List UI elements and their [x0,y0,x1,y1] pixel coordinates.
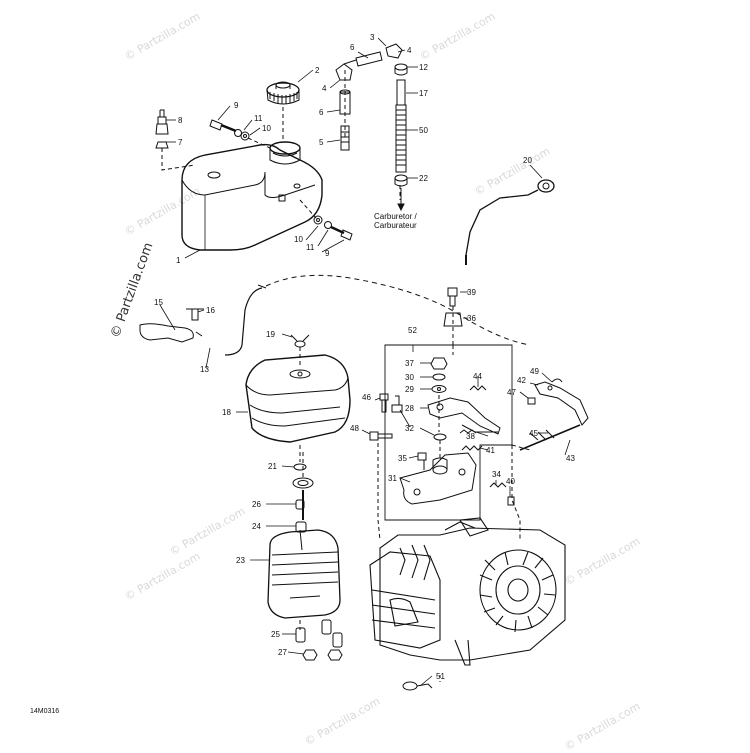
callout-3: 3 [370,33,375,42]
callout-numbers: 1 2 3 4 4 5 6 6 7 8 9 9 10 10 11 11 12 1… [154,33,575,681]
air-filter-housing [245,334,351,443]
callout-10-top: 10 [262,124,271,133]
callout-27: 27 [278,648,287,657]
fuel-line-assembly [335,43,408,212]
assembly-lines-lower [299,345,521,630]
callout-48: 48 [350,424,359,433]
callout-18: 18 [222,408,231,417]
callout-35: 35 [398,454,407,463]
callout-2: 2 [315,66,320,75]
callout-22: 22 [419,174,428,183]
callout-leaders [159,37,571,687]
carburetor-note-line2: Carburateur [374,221,417,230]
fuel-tank [181,141,323,251]
carburetor-note: Carburetor / Carburateur [374,212,417,230]
carburetor-note-line1: Carburetor / [374,212,417,221]
callout-7: 7 [178,138,183,147]
callout-30: 30 [405,373,414,382]
callout-13: 13 [200,365,209,374]
callout-19: 19 [266,330,275,339]
callout-16: 16 [206,306,215,315]
tank-mount-screws-top [209,119,250,141]
callout-47: 47 [507,388,516,397]
callout-40: 40 [506,477,515,486]
cable-bracket [139,308,204,343]
engine-block [369,517,566,666]
callout-32: 32 [405,424,414,433]
callout-43: 43 [566,454,575,463]
callout-20: 20 [523,156,532,165]
callout-9-top: 9 [234,101,239,110]
callout-46: 46 [362,393,371,402]
callout-37: 37 [405,359,414,368]
callout-29: 29 [405,385,414,394]
callout-50: 50 [419,126,428,135]
callout-12: 12 [419,63,428,72]
callout-41: 41 [486,446,495,455]
callout-52: 52 [408,326,417,335]
callout-5: 5 [319,138,324,147]
callout-1: 1 [176,256,181,265]
callout-51: 51 [436,672,445,681]
callout-44: 44 [473,372,482,381]
choke-cable [465,179,555,265]
callout-49: 49 [530,367,539,376]
callout-21: 21 [268,462,277,471]
callout-10-bottom: 10 [294,235,303,244]
callout-45: 45 [529,429,538,438]
figure-code: 14M0316 [30,708,60,715]
callout-31: 31 [388,474,397,483]
hose-clip [402,675,441,691]
callout-39: 39 [467,288,476,297]
callout-6-top: 6 [350,43,355,52]
callout-25: 25 [271,630,280,639]
throttle-cable [224,274,531,356]
vent-valve [155,109,169,149]
callout-4-right: 4 [407,46,412,55]
callout-4-left: 4 [322,84,327,93]
callout-11-top: 11 [254,114,263,123]
gasket [293,463,307,471]
callout-9-bottom: 9 [325,249,330,258]
fuel-cap [266,81,300,105]
callout-42: 42 [517,376,526,385]
linkage-parts [369,287,589,506]
callout-11-bottom: 11 [306,243,315,252]
linkage-assembly-box [384,344,513,521]
callout-17: 17 [419,89,428,98]
callout-36: 36 [467,314,476,323]
callout-34: 34 [492,470,501,479]
callout-8: 8 [178,116,183,125]
callout-23: 23 [236,556,245,565]
callout-24: 24 [252,522,261,531]
callout-15: 15 [154,298,163,307]
callout-28: 28 [405,404,414,413]
callout-6-mid: 6 [319,108,324,117]
tank-mount-screws-bottom [313,215,353,241]
assembly-lines-top [161,70,401,219]
callout-38: 38 [466,432,475,441]
air-intake-box [267,477,341,619]
callout-26: 26 [252,500,261,509]
